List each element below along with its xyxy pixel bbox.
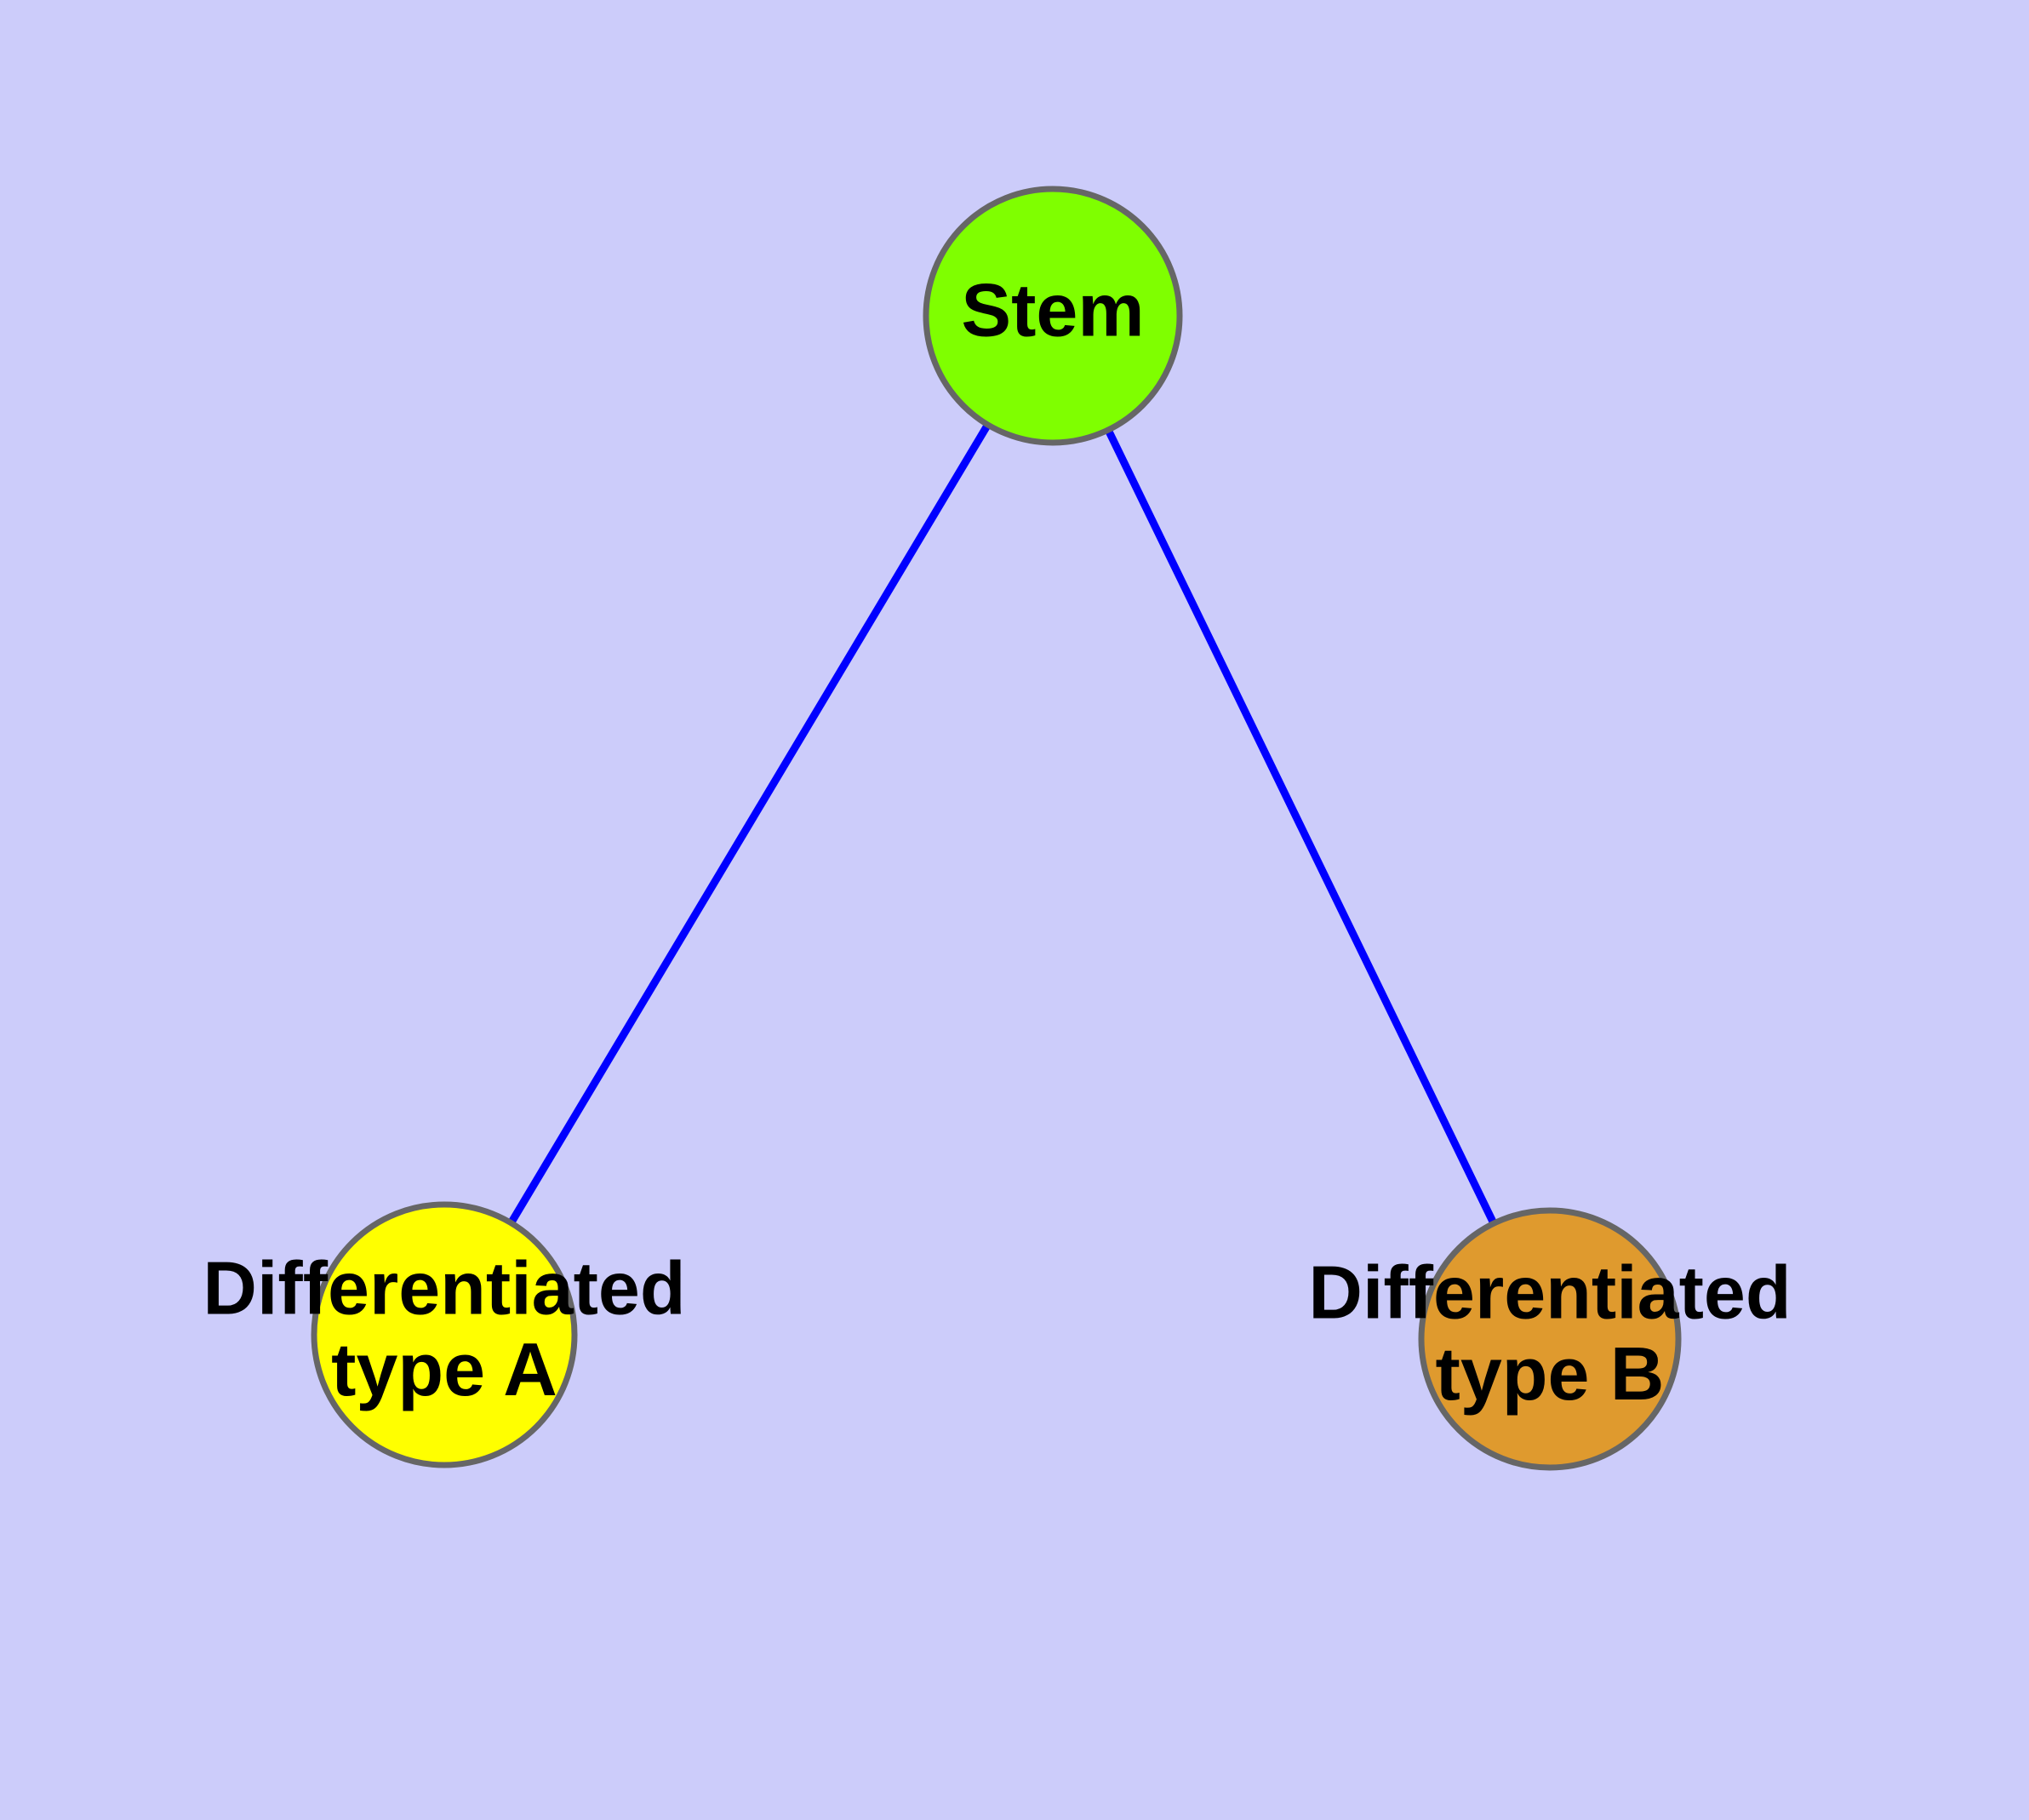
graph-edge-stem-to-diff-b[interactable] [1049, 314, 1554, 1341]
nodes-layer [311, 186, 1682, 1471]
graph-node-label-line: Differentiated [1308, 1251, 1791, 1335]
graph-node-label-stem: Stem [961, 267, 1144, 352]
graph-node-stem[interactable] [923, 186, 1183, 446]
edges-layer [441, 313, 1554, 1341]
graph-node-label-line: Stem [961, 267, 1144, 352]
graph-node-label-line: Differentiated [203, 1246, 685, 1331]
graph-node-label-line: type B [1436, 1331, 1665, 1416]
graph-node-label-line: type A [331, 1327, 557, 1411]
graph-edge-stem-to-diff-a[interactable] [441, 313, 1056, 1337]
graph-node-diff-b[interactable] [1418, 1207, 1682, 1471]
graph-node-diff-a[interactable] [311, 1201, 578, 1468]
